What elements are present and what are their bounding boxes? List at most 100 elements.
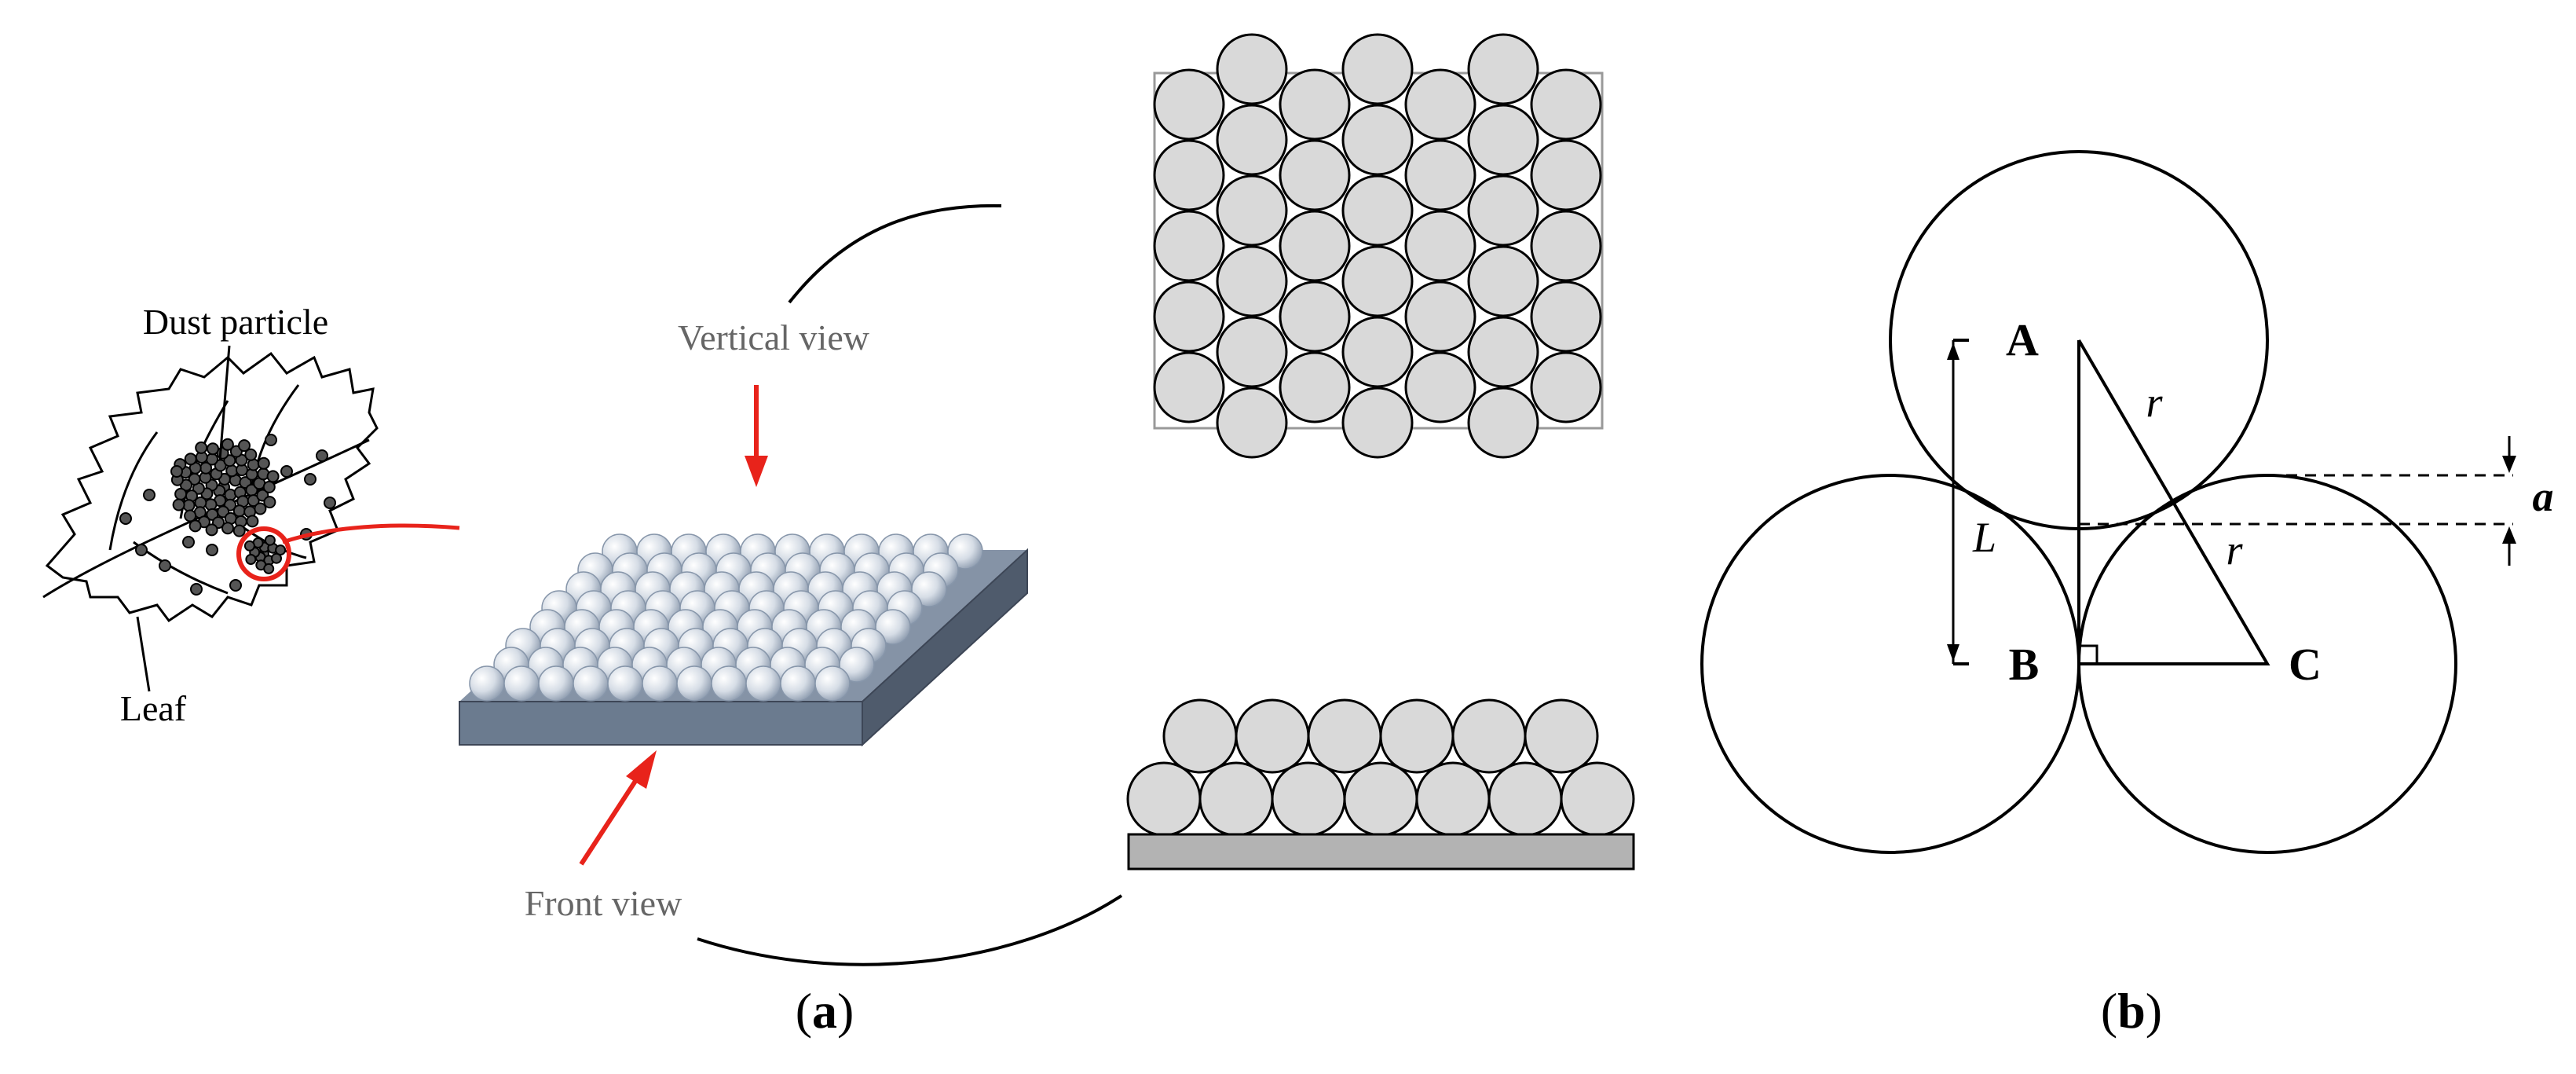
bed-sphere: [814, 665, 851, 702]
bed-sphere: [642, 665, 678, 702]
dust-particle: [143, 489, 156, 501]
top-view-circles: [1153, 33, 1602, 459]
top-view-particle: [1341, 174, 1414, 247]
dust-particle: [221, 438, 234, 451]
bed-sphere: [875, 609, 911, 645]
panel-b: [1700, 150, 2516, 854]
top-view-particle: [1341, 104, 1414, 176]
dust-particle: [280, 465, 293, 478]
front-connector-arc: [697, 894, 1123, 966]
top-view-particle: [1404, 351, 1476, 423]
gap-label: a: [2533, 473, 2554, 520]
top-view-particle: [1341, 316, 1414, 388]
vertical-view-arrow: [745, 385, 768, 487]
l-arrow-top: [1947, 343, 1959, 360]
top-view-particle: [1153, 139, 1225, 211]
l-arrow-bottom: [1947, 644, 1959, 662]
dust-particle: [159, 559, 171, 572]
leaf-stem: [42, 438, 370, 599]
top-view-particle: [1404, 210, 1476, 282]
radius-label-upper: r: [2146, 379, 2163, 426]
top-view-particle: [1530, 68, 1602, 141]
front-view-arrow: [579, 750, 657, 866]
bed-sphere: [839, 647, 875, 683]
top-view-particle: [1530, 139, 1602, 211]
top-view-particle: [1216, 174, 1288, 247]
bed-sphere: [573, 665, 609, 702]
dust-particle: [184, 453, 197, 466]
front-view-particle: [1560, 761, 1635, 837]
top-view-particle: [1279, 139, 1351, 211]
dust-highlight-line: [282, 523, 460, 544]
bed-sphere: [503, 665, 540, 702]
front-view-particle: [1524, 698, 1599, 774]
top-view-particle: [1279, 351, 1351, 423]
gap-arrow-upper: [2502, 456, 2516, 473]
dust-particle: [244, 448, 258, 461]
top-view-particle: [1404, 280, 1476, 353]
front-view-particle: [1198, 761, 1274, 837]
top-view-particle: [1341, 245, 1414, 317]
particle-bed-3d: [459, 533, 1028, 747]
front-view-circles: [1126, 698, 1635, 837]
dust-particle: [257, 456, 270, 470]
top-view-particle: [1467, 316, 1539, 388]
dust-particle: [324, 497, 336, 509]
bed-sphere: [538, 665, 574, 702]
dust-particle: [238, 439, 251, 453]
leaf-leader-line: [136, 616, 151, 692]
dust-particle-label: Dust particle: [143, 302, 328, 342]
front-view-particle: [1451, 698, 1527, 774]
bed-sphere: [947, 533, 983, 570]
dust-particle: [263, 496, 276, 509]
dust-particle: [195, 441, 208, 454]
dust-particle: [247, 494, 260, 508]
leaf-vein-1: [108, 431, 159, 551]
vertical-connector-arc: [788, 203, 1002, 304]
top-view-particle: [1216, 104, 1288, 176]
dust-particle: [304, 473, 317, 486]
front-view-particle: [1379, 698, 1454, 774]
front-view-particle: [1343, 761, 1418, 837]
top-view-particle: [1467, 33, 1539, 105]
front-view-particle: [1415, 761, 1491, 837]
top-view-particle: [1216, 33, 1288, 105]
right-angle-marker: [2077, 644, 2098, 665]
dust-particle: [182, 499, 196, 512]
top-view-particle: [1153, 210, 1225, 282]
dust-particle: [246, 515, 259, 528]
top-view-particle: [1153, 351, 1225, 423]
dust-particle: [135, 544, 148, 556]
dust-particle: [264, 534, 276, 546]
front-view-particle: [1126, 761, 1202, 837]
top-view-particle: [1530, 210, 1602, 282]
dust-particle: [266, 470, 280, 483]
front-view-particle: [1162, 698, 1238, 774]
dust-particle: [172, 498, 185, 511]
panel-b-caption: (b): [2101, 983, 2162, 1039]
dust-particle: [184, 509, 197, 522]
top-view-particle: [1153, 68, 1225, 141]
top-view-particle: [1341, 33, 1414, 105]
dust-particle: [206, 453, 218, 466]
substrate-front: [459, 701, 863, 746]
top-view-particle: [1467, 245, 1539, 317]
triangle-abc: [2077, 339, 2270, 665]
top-view-particle: [1467, 174, 1539, 247]
top-view-particle: [1153, 280, 1225, 353]
front-view: [1126, 698, 1635, 871]
dust-particle: [245, 554, 257, 565]
leaf-label: Leaf: [120, 688, 187, 728]
top-view-particle: [1530, 351, 1602, 423]
dust-particle: [170, 465, 183, 478]
dust-particle: [188, 519, 202, 533]
front-view-particle: [1487, 761, 1563, 837]
top-view-particle: [1404, 68, 1476, 141]
dust-particle: [275, 544, 287, 556]
dust-particle: [119, 512, 132, 525]
bed-sphere: [780, 665, 816, 702]
length-label: L: [1972, 514, 1996, 561]
dust-leader-line: [218, 345, 231, 460]
vertical-view-label: Vertical view: [678, 317, 870, 357]
bed-sphere: [469, 665, 505, 702]
